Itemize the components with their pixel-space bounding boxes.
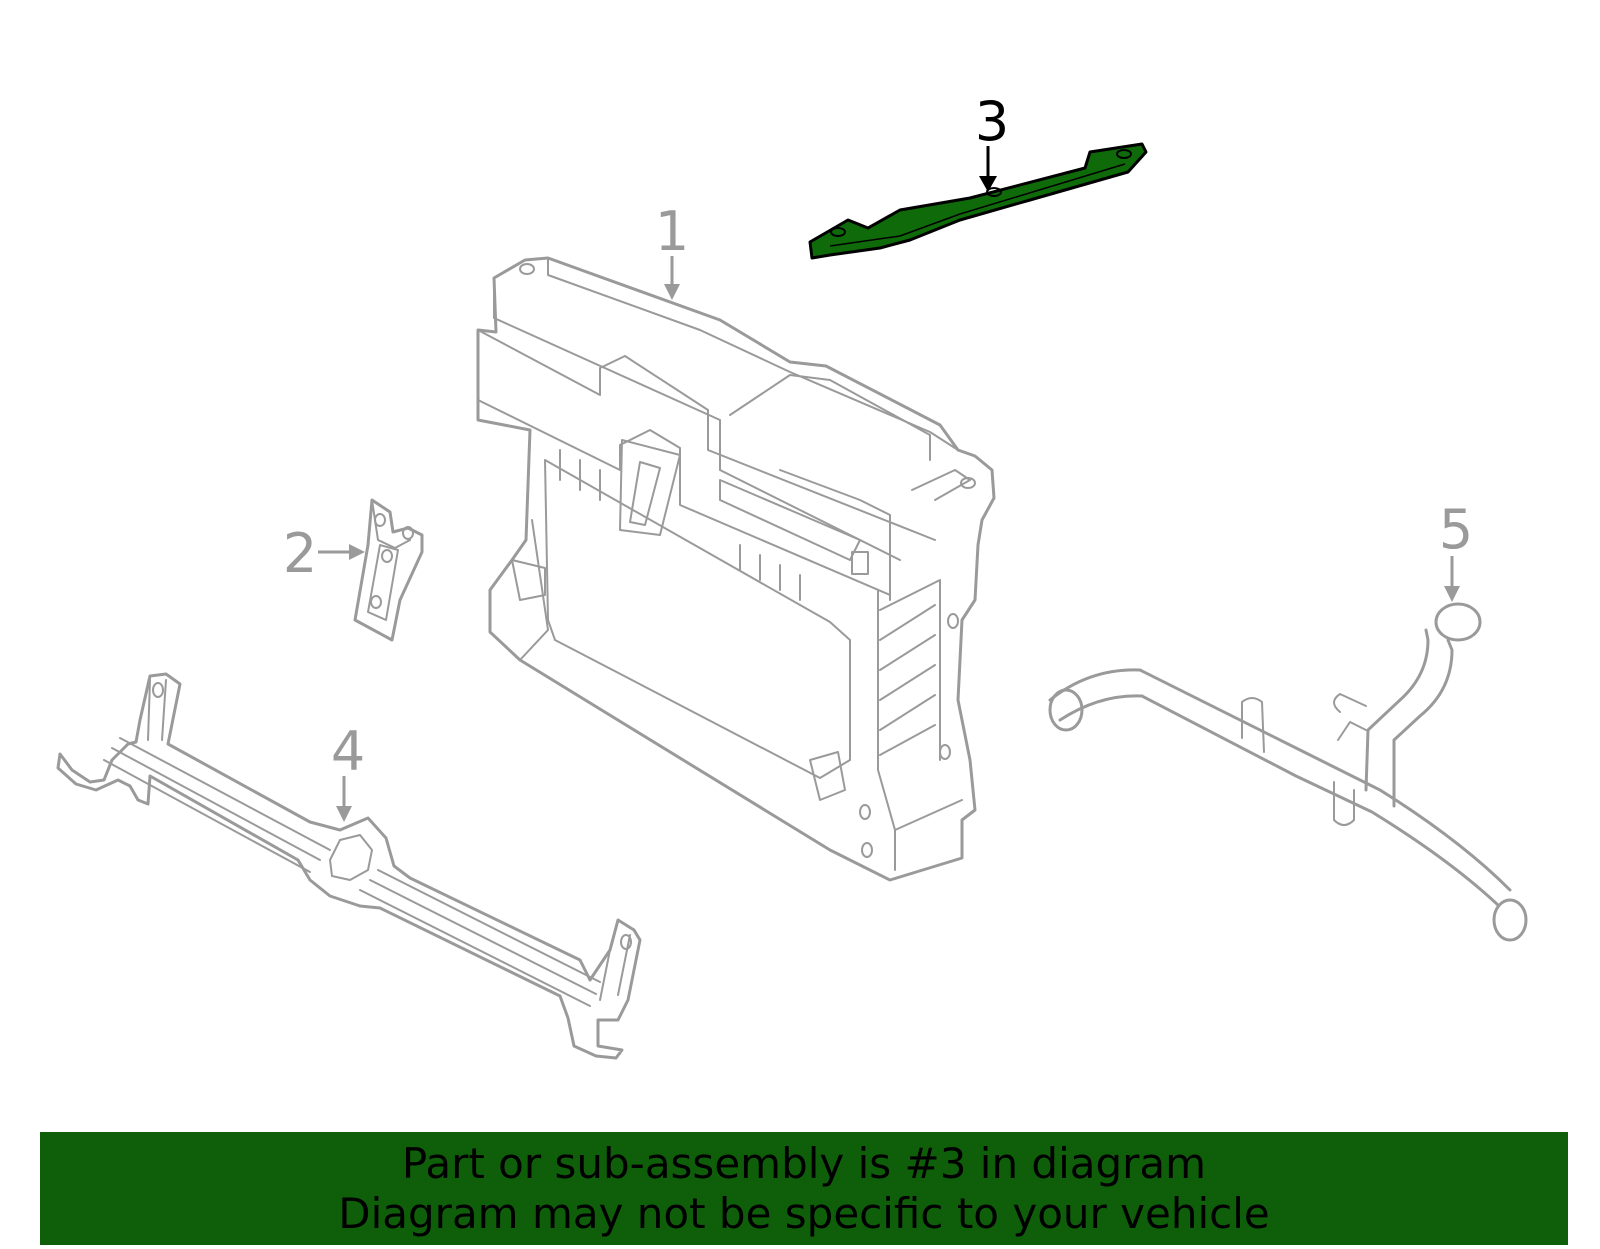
part-3-bracket[interactable] <box>808 142 1148 260</box>
banner-line-1: Part or sub-assembly is #3 in diagram <box>401 1138 1207 1188</box>
callout-5: 5 <box>1439 498 1473 602</box>
banner-line-2: Diagram may not be specific to your vehi… <box>338 1188 1270 1238</box>
callout-2: 2 <box>283 522 365 585</box>
callout-4-number: 4 <box>331 720 365 783</box>
callout-1-arrowhead <box>664 284 680 300</box>
callout-4: 4 <box>331 720 365 822</box>
callout-5-number: 5 <box>1439 498 1473 561</box>
callout-2-arrowhead <box>349 544 365 560</box>
callout-1: 1 <box>655 200 689 300</box>
callout-1-number: 1 <box>655 200 689 263</box>
callout-5-arrowhead <box>1444 586 1460 602</box>
part-1-radiator-support[interactable] <box>476 256 996 882</box>
callout-3-arrowhead <box>979 176 997 192</box>
callout-4-arrowhead <box>336 806 352 822</box>
callout-3-number: 3 <box>975 90 1009 153</box>
part-2-bracket[interactable] <box>353 498 424 642</box>
part-5-hose[interactable] <box>1048 602 1528 942</box>
callout-3: 3 <box>975 90 1009 192</box>
part-4-crossmember[interactable] <box>56 672 642 1060</box>
callout-2-number: 2 <box>283 522 317 585</box>
info-banner: Part or sub-assembly is #3 in diagram Di… <box>40 1132 1568 1245</box>
